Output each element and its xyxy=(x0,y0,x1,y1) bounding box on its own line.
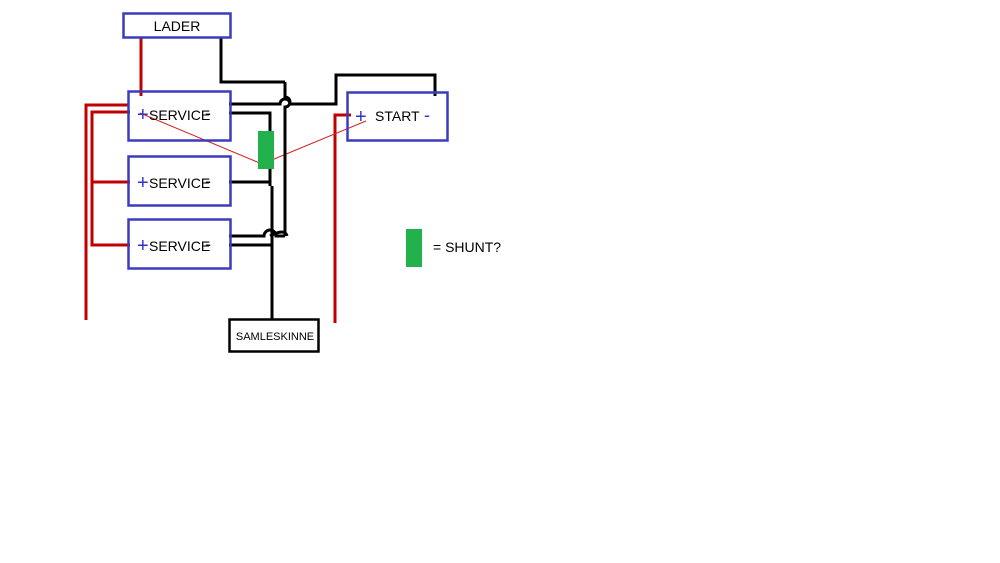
plus-symbol: + xyxy=(137,172,149,194)
plus-symbol: + xyxy=(137,235,149,257)
wire-thin-service1-to-shunt xyxy=(139,112,263,165)
box-lader: LADER xyxy=(122,12,232,39)
positive-wires xyxy=(84,38,351,323)
box-start: + START - xyxy=(346,91,449,142)
minus-symbol: - xyxy=(205,103,211,123)
service-label: SERVICE xyxy=(149,107,210,123)
lader-label: LADER xyxy=(154,18,201,34)
plus-symbol: + xyxy=(355,106,367,128)
wire-lader-negative xyxy=(219,38,285,84)
wire-positive-outer-rail xyxy=(84,103,128,320)
wire-service3-negative-a xyxy=(229,228,285,238)
minus-symbol: - xyxy=(205,234,211,254)
minus-symbol: - xyxy=(205,171,211,191)
plus-symbol: + xyxy=(137,104,149,126)
start-label: START xyxy=(375,108,420,124)
service-label: SERVICE xyxy=(149,175,210,191)
legend-shunt-swatch xyxy=(406,229,422,267)
negative-wires xyxy=(219,38,437,320)
samleskinne-label: SAMLESKINNE xyxy=(236,331,314,343)
box-samleskinne: SAMLESKINNE xyxy=(228,318,320,353)
minus-symbol: - xyxy=(424,105,430,125)
wire-positive-inner-rail xyxy=(90,110,130,247)
box-service-1: + SERVICE - xyxy=(127,90,232,142)
service-label: SERVICE xyxy=(149,238,210,254)
legend: = SHUNT? xyxy=(406,229,501,267)
legend-text: = SHUNT? xyxy=(433,239,501,255)
wire-thin-shunt-to-start xyxy=(261,120,367,165)
box-service-3: + SERVICE - xyxy=(127,218,232,270)
wire-start-positive xyxy=(333,113,351,323)
shunt xyxy=(258,131,274,169)
box-service-2: + SERVICE - xyxy=(127,155,232,207)
wire-service1-to-start xyxy=(229,73,437,106)
